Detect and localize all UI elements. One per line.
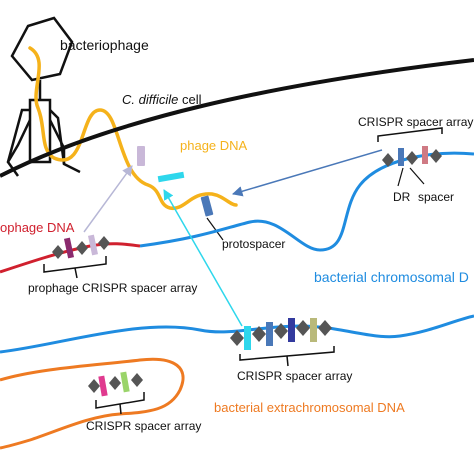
phage-dna-strand xyxy=(28,46,238,210)
label-prophage-dna: ophage DNA xyxy=(0,220,75,235)
label-dr: DR xyxy=(393,190,411,204)
cell-membrane xyxy=(0,58,474,178)
prophage-dna xyxy=(0,242,141,274)
label-crispr-top: CRISPR spacer array xyxy=(358,115,473,129)
crispr-array-upper xyxy=(382,146,442,167)
label-bacteriophage: bacteriophage xyxy=(60,37,149,53)
cyan-target-mark xyxy=(157,171,185,183)
label-bacterial-chromosomal: bacterial chromosomal D xyxy=(314,269,469,285)
label-crispr-middle: CRISPR spacer array xyxy=(237,369,352,383)
extrachromosomal-dna xyxy=(0,357,185,450)
label-phage-dna: phage DNA xyxy=(180,138,248,153)
label-cell: C. difficile cell xyxy=(122,92,202,107)
arrow-blue xyxy=(231,149,383,197)
protospacer-mark xyxy=(200,195,214,217)
crispr-bracket-top xyxy=(377,127,443,142)
arrow-gray xyxy=(83,165,133,233)
label-protospacer: protospacer xyxy=(222,237,285,251)
label-prophage-crispr: prophage CRISPR spacer array xyxy=(28,281,197,295)
chromosomal-dna-upper xyxy=(139,151,474,252)
label-bacterial-extrachromosomal: bacterial extrachromosomal DNA xyxy=(214,400,405,415)
crispr-array-middle xyxy=(230,318,332,350)
crispr-array-prophage xyxy=(52,234,110,259)
label-crispr-bottom: CRISPR spacer array xyxy=(86,419,201,433)
phage-target-mark xyxy=(137,146,145,166)
label-spacer: spacer xyxy=(418,190,454,204)
crispr-array-extrachromosomal xyxy=(88,371,143,397)
arrow-cyan xyxy=(163,189,243,327)
